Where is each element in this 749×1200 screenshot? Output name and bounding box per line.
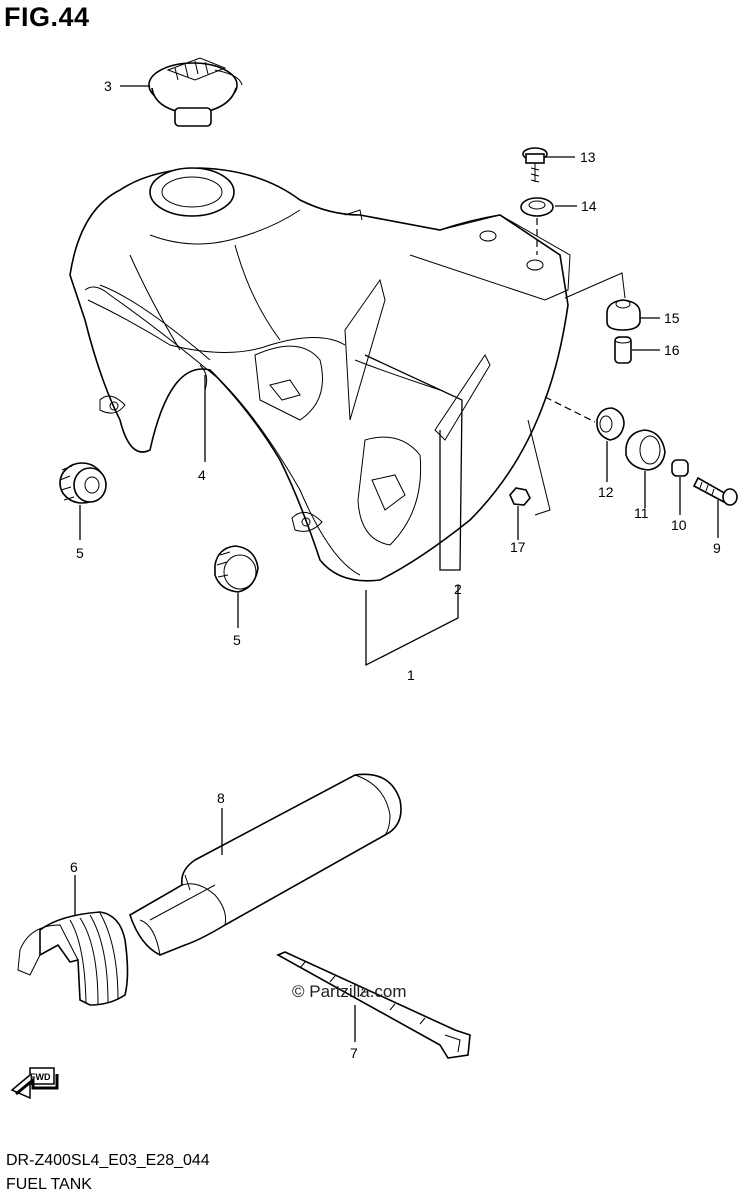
washer-14-part[interactable] (520, 197, 554, 255)
callout-7: 7 (350, 1045, 358, 1061)
bolt-9-part[interactable] (692, 476, 738, 506)
figure-name: FUEL TANK (6, 1176, 92, 1193)
cushion-15-part[interactable] (606, 299, 641, 331)
collar-10-part[interactable] (671, 459, 689, 477)
cushion-part-lower[interactable] (214, 545, 259, 593)
figure-code: DR-Z400SL4_E03_E28_044 (6, 1152, 210, 1169)
bolt-13-part[interactable] (522, 147, 548, 183)
callout-16: 16 (664, 342, 680, 358)
fuel-tank-part[interactable] (69, 167, 571, 582)
leader-lines (74, 85, 719, 1042)
clamp-7-part[interactable] (276, 951, 471, 1059)
fwd-label: FWD (30, 1072, 51, 1082)
hose-8-part[interactable] (129, 773, 402, 956)
callout-3: 3 (104, 78, 112, 94)
callout-1: 1 (407, 667, 415, 683)
callout-13: 13 (580, 149, 596, 165)
collar-16-part[interactable] (614, 336, 632, 364)
protector-6-part[interactable] (17, 911, 129, 1006)
cushion-12-part[interactable] (596, 407, 625, 441)
fuel-cap-part[interactable] (148, 57, 243, 127)
callout-6: 6 (70, 859, 78, 875)
nut-17-part[interactable] (509, 487, 531, 506)
cushion-11-part[interactable] (625, 429, 666, 471)
callout-14: 14 (581, 198, 597, 214)
callout-5-lower: 5 (233, 632, 241, 648)
callout-17: 17 (510, 539, 526, 555)
callout-10: 10 (671, 517, 687, 533)
fwd-arrow-icon: FWD (10, 1067, 59, 1100)
callout-9: 9 (713, 540, 721, 556)
callout-11: 11 (634, 505, 649, 521)
callout-2: 2 (454, 581, 462, 597)
watermark: © Partzilla.com (292, 982, 407, 1001)
callout-4: 4 (198, 467, 206, 483)
figure-title: FIG.44 (4, 2, 90, 32)
callout-15: 15 (664, 310, 680, 326)
cushion-part-upper[interactable] (59, 462, 107, 504)
callout-8: 8 (217, 790, 225, 806)
callout-12: 12 (598, 484, 614, 500)
callout-5-upper: 5 (76, 545, 84, 561)
